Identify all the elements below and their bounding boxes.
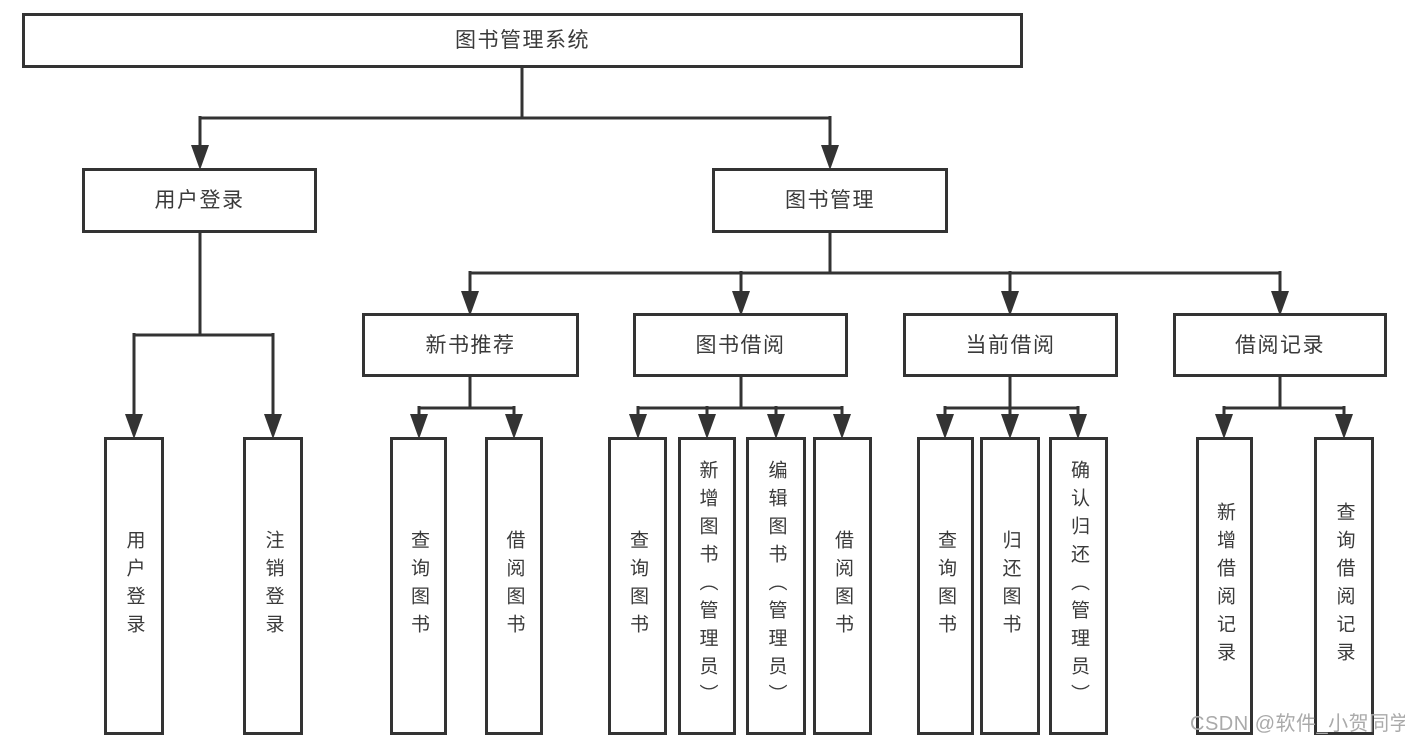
leaf-confirm-return-admin: 确认归还（管理员） [1049, 437, 1108, 735]
leaf-current-query-books: 查询图书 [917, 437, 974, 735]
leaf-query-borrow-record-label: 查询借阅记录 [1333, 502, 1355, 670]
node-book-management: 图书管理 [712, 168, 948, 233]
leaf-edit-books-admin: 编辑图书（管理员） [746, 437, 806, 735]
leaf-logout-label: 注销登录 [262, 530, 284, 642]
node-borrow-records-label: 借阅记录 [1235, 333, 1325, 357]
node-current-borrow-label: 当前借阅 [965, 333, 1056, 357]
leaf-confirm-return-admin-label: 确认归还（管理员） [1068, 460, 1089, 712]
leaf-borrow-borrow-books-label: 借阅图书 [832, 530, 853, 642]
node-user-login-label: 用户登录 [154, 189, 245, 212]
leaf-add-books-admin-label: 新增图书（管理员） [696, 460, 718, 712]
leaf-add-borrow-record-label: 新增借阅记录 [1214, 502, 1235, 670]
leaf-recommend-borrow-books-label: 借阅图书 [503, 530, 525, 642]
node-borrow-records: 借阅记录 [1173, 313, 1387, 377]
node-new-book-recommend: 新书推荐 [362, 313, 579, 377]
leaf-borrow-query-books: 查询图书 [608, 437, 667, 735]
node-book-borrow-label: 图书借阅 [695, 333, 786, 357]
node-user-login: 用户登录 [82, 168, 317, 233]
leaf-return-books: 归还图书 [980, 437, 1040, 735]
leaf-logout: 注销登录 [243, 437, 303, 735]
leaf-recommend-borrow-books: 借阅图书 [485, 437, 543, 735]
csdn-watermark: CSDN @软件_小贺同学 [1190, 713, 1405, 735]
leaf-current-query-books-label: 查询图书 [935, 530, 956, 642]
node-book-borrow: 图书借阅 [633, 313, 848, 377]
leaf-borrow-borrow-books: 借阅图书 [813, 437, 872, 735]
node-root-label: 图书管理系统 [455, 29, 590, 52]
leaf-return-books-label: 归还图书 [999, 530, 1021, 642]
leaf-user-login: 用户登录 [104, 437, 164, 735]
node-book-management-label: 图书管理 [785, 189, 875, 212]
leaf-query-borrow-record: 查询借阅记录 [1314, 437, 1374, 735]
leaf-recommend-query-books: 查询图书 [390, 437, 447, 735]
leaf-recommend-query-books-label: 查询图书 [408, 530, 429, 642]
leaf-borrow-query-books-label: 查询图书 [627, 530, 648, 642]
node-new-book-recommend-label: 新书推荐 [425, 333, 516, 357]
leaf-add-borrow-record: 新增借阅记录 [1196, 437, 1253, 735]
leaf-add-books-admin: 新增图书（管理员） [678, 437, 736, 735]
leaf-user-login-label: 用户登录 [123, 530, 145, 642]
arrowheads [125, 145, 1353, 439]
leaf-edit-books-admin-label: 编辑图书（管理员） [765, 460, 787, 712]
node-current-borrow: 当前借阅 [903, 313, 1118, 377]
node-root: 图书管理系统 [22, 13, 1023, 68]
